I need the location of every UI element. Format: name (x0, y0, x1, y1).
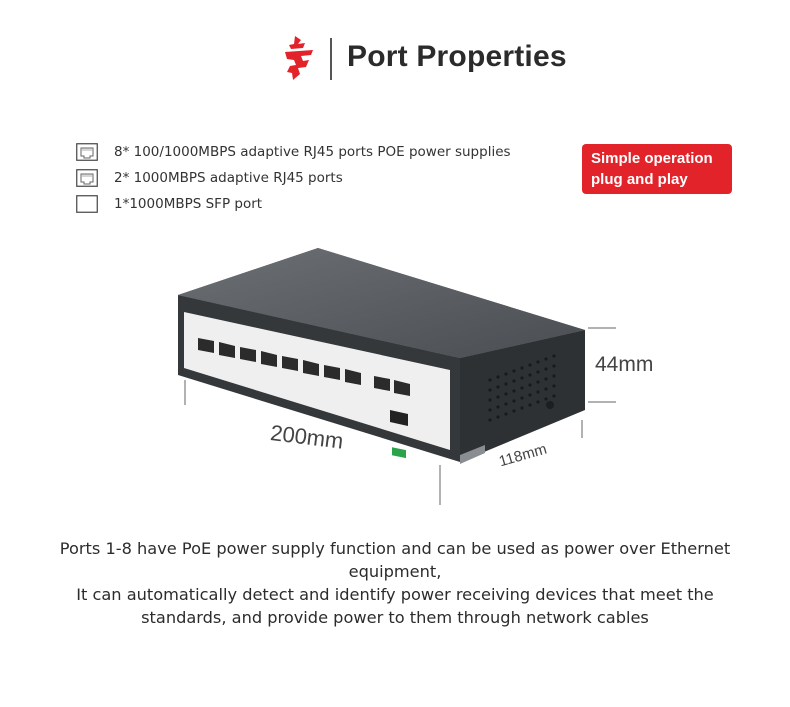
feature-badge: Simple operation plug and play (582, 144, 732, 194)
spec-text: 2* 1000MBPS adaptive RJ45 ports (114, 170, 343, 186)
vent-grid (488, 354, 556, 422)
rj45-port-icon (76, 143, 98, 161)
spec-item: 1*1000MBPS SFP port (76, 191, 556, 217)
height-dimension: 44mm (595, 353, 654, 376)
switch-device-illustration (178, 248, 616, 505)
badge-line: Simple operation (591, 150, 713, 167)
device-label (460, 445, 485, 464)
sfp-port (390, 410, 408, 426)
description: Ports 1-8 have PoE power supply function… (20, 537, 770, 629)
rj45-ports (198, 338, 410, 396)
dimension-lines (184, 327, 616, 505)
device-front-panel (184, 312, 450, 450)
spec-text: 1*1000MBPS SFP port (114, 196, 263, 212)
led-indicator (392, 447, 406, 459)
description-line: Ports 1-8 have PoE power supply function… (59, 539, 731, 558)
header: Port Properties (0, 26, 790, 96)
spec-item: 2* 1000MBPS adaptive RJ45 ports (76, 165, 556, 191)
badge-line: plug and play (591, 171, 688, 188)
spec-list: 8* 100/1000MBPS adaptive RJ45 ports POE … (76, 139, 556, 217)
description-line: equipment, (348, 562, 442, 581)
spec-text: 8* 100/1000MBPS adaptive RJ45 ports POE … (114, 144, 511, 160)
description-line: standards, and provide power to them thr… (141, 608, 649, 627)
device-side (460, 330, 585, 462)
screw-icon (546, 401, 554, 409)
sfp-port-icon (76, 195, 98, 213)
spec-item: 8* 100/1000MBPS adaptive RJ45 ports POE … (76, 139, 556, 165)
rj45-port-icon (76, 169, 98, 187)
title-divider (330, 38, 332, 80)
page-title: Port Properties (347, 40, 567, 73)
brand-logo-icon (285, 36, 313, 80)
description-line: It can automatically detect and identify… (76, 585, 714, 604)
